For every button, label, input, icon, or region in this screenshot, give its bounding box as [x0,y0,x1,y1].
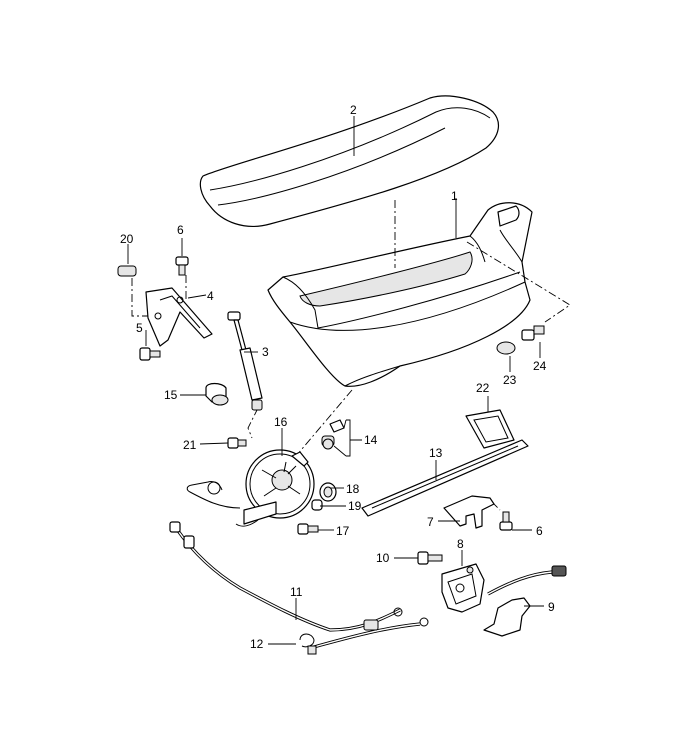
callout-11: 11 [290,585,303,599]
part-fan [186,449,315,527]
callout-7: 7 [427,515,434,529]
part-hinge-bracket [145,287,213,347]
part-screw-5 [139,347,161,361]
callout-6-upper: 6 [177,223,184,237]
part-screw-17 [297,523,319,535]
callout-6-lower: 6 [536,524,543,538]
part-bracket-7 [443,495,495,529]
callout-12: 12 [250,637,264,651]
callout-15: 15 [164,388,178,402]
callout-3: 3 [262,345,269,359]
part-latch [441,563,485,613]
part-screw-10 [417,551,443,565]
part-rear-lid [267,202,533,387]
part-grommet-18 [319,482,337,502]
part-bracket-9 [483,565,567,637]
part-screw-21 [227,437,247,449]
callout-13: 13 [429,446,443,460]
callout-21: 21 [183,438,197,452]
part-seal-22 [465,409,515,449]
callout-10: 10 [376,551,390,565]
part-gas-strut [227,311,263,411]
callouts: 1 2 3 4 5 6 6 7 8 9 10 11 12 13 14 15 16… [120,103,555,651]
part-strip-13 [361,439,529,517]
callout-20: 20 [120,232,134,246]
callout-24: 24 [533,359,547,373]
callout-18: 18 [346,482,360,496]
callout-1: 1 [451,189,458,203]
part-pin-14 [321,419,345,450]
callout-16: 16 [274,415,288,429]
callout-17: 17 [336,524,350,538]
part-plug-23 [496,341,516,355]
callout-2: 2 [350,103,357,117]
part-stud-24 [521,325,545,341]
part-cable-11 [169,521,403,632]
part-spoiler [199,95,500,227]
callout-4: 4 [207,289,214,303]
callout-8: 8 [457,537,464,551]
callout-23: 23 [503,373,517,387]
part-clip-20 [117,265,137,277]
callout-5: 5 [136,321,143,335]
part-bushing-19 [311,499,323,511]
part-screw-6-upper [175,256,189,276]
callout-22: 22 [476,381,490,395]
part-clamp-15 [205,382,229,406]
callout-19: 19 [348,499,362,513]
callout-14: 14 [364,433,378,447]
part-cable-12 [299,617,429,655]
part-screw-6-lower [499,511,513,531]
leader-lines [127,116,544,645]
callout-9: 9 [548,600,555,614]
